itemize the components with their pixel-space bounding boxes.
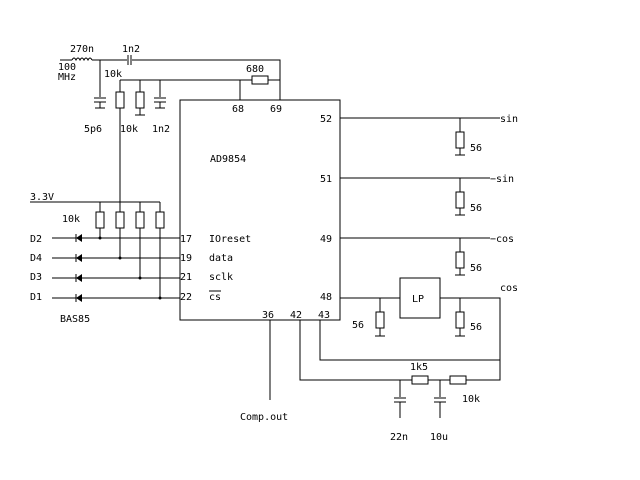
- res-10k-left-label: 10k: [120, 124, 138, 135]
- pin-label-ioreset: IOreset: [209, 234, 251, 245]
- pullup-r4: [155, 211, 165, 229]
- lowpass-filter: [399, 277, 441, 319]
- pin-19: 19: [180, 253, 192, 264]
- pin-68: 68: [232, 104, 244, 115]
- resistor-minus-cos: [455, 251, 465, 269]
- capacitor-5p6: [94, 97, 106, 103]
- diode-d1: [76, 294, 82, 302]
- clock-input-network: 100 MHz 270n 1n2 5p6 10k 10k: [58, 44, 281, 258]
- source-label-line1: 100: [58, 62, 76, 73]
- source-label-line2: MHz: [58, 72, 76, 83]
- pin-21: 21: [180, 272, 192, 283]
- cap-22n-label: 22n: [390, 432, 408, 443]
- output-minus-sin-label: −sin: [490, 174, 514, 185]
- minus-cos-r-label: 56: [470, 263, 482, 274]
- cap-10u-label: 10u: [430, 432, 448, 443]
- cap-series-label: 1n2: [122, 44, 140, 55]
- capacitor-22n: [394, 397, 406, 403]
- resistor-1k5: [411, 375, 429, 385]
- capacitor-1n2-ground: [154, 97, 166, 103]
- minus-sin-r-label: 56: [470, 203, 482, 214]
- resistor-cos-left: [375, 311, 385, 329]
- control-inputs: 3.3V 10k D2 D4 D3 D1 BAS85: [30, 192, 180, 325]
- chip-name: AD9854: [210, 154, 246, 165]
- resistor-cos-right: [455, 311, 465, 329]
- pullup-r2: [115, 211, 125, 229]
- diode-label-d1: D1: [30, 292, 42, 303]
- pin-36: 36: [262, 310, 274, 321]
- lp-label: LP: [412, 294, 424, 305]
- resistor-10k-left: [115, 91, 125, 109]
- cap-1n2-label: 1n2: [152, 124, 170, 135]
- output-minus-cos-label: −cos: [490, 234, 514, 245]
- pullup-label: 10k: [62, 214, 80, 225]
- cos-r-left-label: 56: [352, 320, 364, 331]
- pin-label-sclk: sclk: [209, 272, 233, 283]
- pin-label-cs: cs: [209, 292, 221, 303]
- resistor-sin: [455, 131, 465, 149]
- res-10k-comp-label: 10k: [462, 394, 480, 405]
- pin-51: 51: [320, 174, 332, 185]
- inductor-270n: [71, 57, 93, 62]
- pin-17: 17: [180, 234, 192, 245]
- pin-22: 22: [180, 292, 192, 303]
- pin-52: 52: [320, 114, 332, 125]
- output-cos-label: cos: [500, 283, 518, 294]
- pin-43: 43: [318, 310, 330, 321]
- sin-r-label: 56: [470, 143, 482, 154]
- diode-part-label: BAS85: [60, 314, 90, 325]
- cos-r-right-label: 56: [470, 322, 482, 333]
- chip-body: [179, 99, 341, 321]
- inductor-label: 270n: [70, 44, 94, 55]
- capacitor-1n2-series: [127, 55, 132, 65]
- pin-49: 49: [320, 234, 332, 245]
- resistor-10k-comp: [449, 375, 467, 385]
- pin-48: 48: [320, 292, 332, 303]
- supply-label: 3.3V: [30, 192, 54, 203]
- pullup-r1: [95, 211, 105, 229]
- pin-42: 42: [290, 310, 302, 321]
- res-680-label: 680: [246, 64, 264, 75]
- resistor-minus-sin: [455, 191, 465, 209]
- res-1k5-label: 1k5: [410, 362, 428, 373]
- diode-label-d3: D3: [30, 272, 42, 283]
- diode-d4: [76, 254, 82, 262]
- capacitor-10u: [434, 397, 446, 403]
- output-network: sin 56 −sin 56 −cos 56 LP cos 56 56: [299, 114, 518, 381]
- diode-label-d2: D2: [30, 234, 42, 245]
- resistor-680: [251, 75, 269, 85]
- pullup-r3: [135, 211, 145, 229]
- res-10k-top-label: 10k: [104, 69, 122, 80]
- cap-5p6-label: 5p6: [84, 124, 102, 135]
- pin-69: 69: [270, 104, 282, 115]
- diode-d2: [76, 234, 82, 242]
- diode-label-d4: D4: [30, 253, 42, 264]
- ad9854-chip: AD9854 68 69 52 51 49 48 17 IOreset 19 d…: [179, 99, 341, 321]
- output-sin-label: sin: [500, 114, 518, 125]
- diode-d3: [76, 274, 82, 282]
- comparator-network: Comp.out 1k5 10k 22n 10u: [240, 320, 500, 443]
- resistor-10k-right: [135, 91, 145, 109]
- pin-label-data: data: [209, 253, 233, 264]
- comp-out-label: Comp.out: [240, 412, 288, 423]
